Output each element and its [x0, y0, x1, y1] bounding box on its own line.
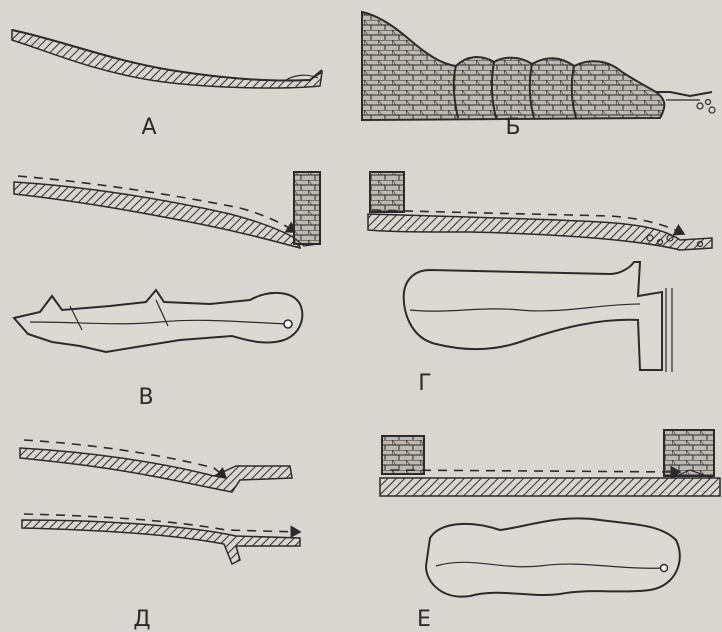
panel-g-rock-block — [370, 172, 404, 212]
panel-e-label: Е — [417, 607, 431, 632]
panel-d-slope-lower — [22, 520, 300, 564]
panel-b: Б — [362, 12, 715, 140]
panel-v: В — [14, 172, 320, 410]
panel-b-label: Б — [505, 115, 520, 140]
panel-d-slope-upper — [20, 448, 292, 492]
panel-e-plan-outline — [426, 518, 680, 596]
panel-e-ground — [380, 478, 720, 496]
panel-v-plan-outline — [14, 290, 302, 352]
panel-g-plan-outline — [404, 262, 662, 370]
panel-e-flow-line — [390, 470, 680, 472]
panel-a-slope — [12, 30, 322, 88]
panel-d-label: Д — [133, 607, 150, 632]
panel-v-label: В — [138, 385, 153, 410]
panel-g-label: Г — [418, 371, 431, 396]
panel-a-label: А — [141, 115, 156, 140]
panel-d: Д — [20, 440, 300, 632]
panel-v-slope — [14, 182, 300, 248]
panel-v-rock-block — [294, 172, 320, 244]
panel-a: А — [12, 30, 322, 140]
panel-b-rock-mass — [362, 12, 664, 120]
panel-e-rock-block-left — [382, 436, 424, 474]
panel-e-rock-block-right — [664, 430, 714, 476]
panel-e: Е — [380, 430, 720, 632]
panel-g: Г — [368, 172, 712, 396]
